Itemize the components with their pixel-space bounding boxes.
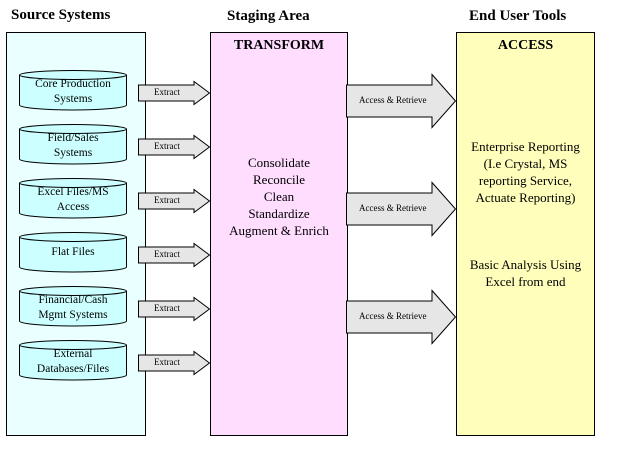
access-retrieve-arrow-label: Access & Retrieve: [359, 203, 427, 213]
arrow-shape: [138, 296, 211, 322]
transform-step: Reconcile: [253, 172, 305, 187]
access-reporting-block: Enterprise Reporting (I.e Crystal, MS re…: [457, 138, 594, 206]
extract-arrow-label: Extract: [154, 249, 180, 259]
access-title: ACCESS: [497, 38, 554, 53]
access-retrieve-arrow: Access & Retrieve: [346, 289, 457, 345]
end-user-tools-title: End User Tools: [469, 8, 567, 24]
access-retrieve-arrow: Access & Retrieve: [346, 73, 457, 129]
arrow-shape: [138, 80, 211, 106]
access-line: Basic Analysis Using: [469, 257, 582, 272]
extract-arrow: Extract: [138, 296, 211, 322]
source-system-line: Field/Sales: [47, 132, 99, 144]
access-line: Actuate Reporting): [475, 190, 576, 205]
extract-arrow-label: Extract: [154, 357, 180, 367]
access-retrieve-arrow-label: Access & Retrieve: [359, 95, 427, 105]
transform-title: TRANSFORM: [233, 38, 325, 53]
source-system-line: Excel Files/MS: [37, 186, 109, 198]
transform-step: Standardize: [248, 206, 310, 221]
source-system-line: Financial/Cash: [38, 294, 108, 306]
source-systems-title: Source Systems: [11, 7, 111, 23]
staging-area-title: Staging Area: [227, 8, 310, 24]
extract-arrow: Extract: [138, 80, 211, 106]
extract-arrow: Extract: [138, 188, 211, 214]
transform-step: Clean: [263, 189, 295, 204]
source-system-label: Flat Files: [19, 245, 127, 260]
source-system-line: Access: [56, 201, 90, 213]
database-icon: Excel Files/MS Access: [19, 178, 127, 219]
extract-arrow-label: Extract: [154, 87, 180, 97]
arrow-shape: [138, 188, 211, 214]
source-system-line: External: [53, 348, 93, 360]
access-line: reporting Service,: [478, 173, 573, 188]
extract-arrow: Extract: [138, 134, 211, 160]
staging-area-panel: TRANSFORM Consolidate Reconcile Clean St…: [210, 32, 348, 436]
source-system-line: Databases/Files: [36, 363, 110, 375]
source-system-line: Core Production: [35, 78, 111, 90]
database-icon: Flat Files: [19, 232, 127, 273]
access-panel: ACCESS Enterprise Reporting (I.e Crystal…: [456, 32, 595, 436]
source-system-line: Flat Files: [51, 246, 95, 258]
transform-step: Augment & Enrich: [229, 223, 329, 238]
transform-step: Consolidate: [247, 155, 311, 170]
source-system-label: Excel Files/MS Access: [19, 185, 127, 215]
arrow-shape: [138, 242, 211, 268]
access-retrieve-arrow: Access & Retrieve: [346, 181, 457, 237]
extract-arrow-label: Extract: [154, 303, 180, 313]
access-line: Enterprise Reporting: [471, 139, 580, 154]
source-system-line: Systems: [53, 93, 93, 105]
extract-arrow: Extract: [138, 350, 211, 376]
source-system-line: Mgmt Systems: [38, 309, 108, 321]
access-analysis-block: Basic Analysis Using Excel from end: [457, 256, 594, 290]
arrow-shape: [346, 73, 457, 129]
arrow-shape: [346, 289, 457, 345]
transform-steps: Consolidate Reconcile Clean Standardize …: [211, 154, 347, 239]
arrow-shape: [138, 134, 211, 160]
access-line: (I.e Crystal, MS: [483, 156, 568, 171]
access-retrieve-arrow-label: Access & Retrieve: [359, 311, 427, 321]
extract-arrow-label: Extract: [154, 141, 180, 151]
extract-arrow-label: Extract: [154, 195, 180, 205]
arrow-shape: [346, 181, 457, 237]
access-line: Excel from end: [485, 274, 566, 289]
extract-arrow: Extract: [138, 242, 211, 268]
source-system-line: Systems: [53, 147, 93, 159]
arrow-shape: [138, 350, 211, 376]
